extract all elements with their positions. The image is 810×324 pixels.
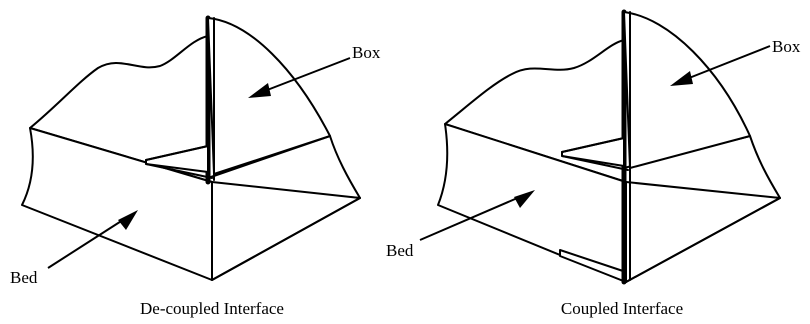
bed-annotation-left: Bed: [10, 210, 138, 287]
bed-label-right: Bed: [386, 241, 414, 260]
box-annotation-right: Box: [670, 37, 801, 86]
bed-annotation-right: Bed: [386, 190, 535, 260]
bed-block-left: [21, 35, 361, 281]
coupled-interface-panel: Box Bed Coupled Interface: [386, 9, 801, 318]
box-label-right: Box: [772, 37, 801, 56]
decoupled-interface-panel: Box Bed De-coupled Interface: [10, 15, 381, 318]
bed-block-right: [437, 39, 781, 283]
caption-coupled: Coupled Interface: [561, 299, 683, 318]
bed-label-left: Bed: [10, 268, 38, 287]
box-annotation-left: Box: [248, 43, 381, 98]
box-right: [561, 9, 751, 285]
caption-decoupled: De-coupled Interface: [140, 299, 284, 318]
box-label-left: Box: [352, 43, 381, 62]
